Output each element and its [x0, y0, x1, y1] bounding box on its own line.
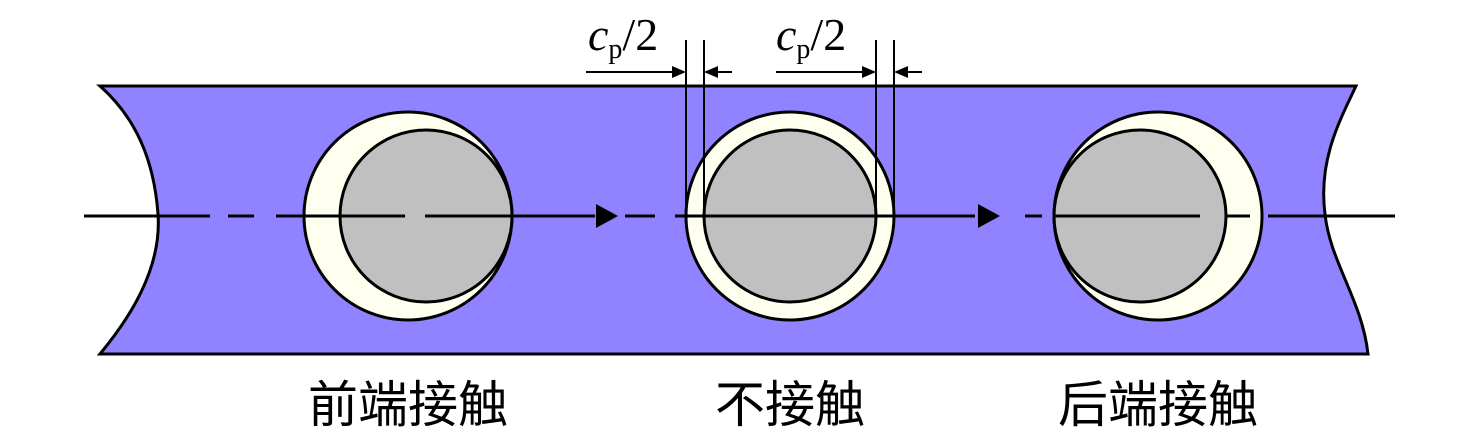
dimension-arrowhead-left-a	[672, 66, 686, 78]
dimension-arrowhead-left-b	[704, 66, 718, 78]
clearance-subscript: p	[796, 34, 810, 65]
caption-rear-contact: 后端接触	[1058, 376, 1258, 434]
clearance-label-right: cp/2	[776, 9, 846, 65]
dimension-arrowhead-right-b	[894, 66, 908, 78]
clearance-dimension-left: cp/2	[586, 9, 732, 216]
clearance-symbol: c	[588, 9, 608, 60]
caption-front-contact: 前端接触	[308, 376, 508, 434]
clearance-suffix: /2	[810, 9, 846, 60]
clearance-symbol: c	[776, 9, 796, 60]
direction-arrow-1	[596, 204, 618, 228]
direction-arrow-2	[978, 204, 1000, 228]
clearance-suffix: /2	[622, 9, 658, 60]
clearance-dimension-right: cp/2	[776, 9, 922, 216]
caption-no-contact: 不接触	[715, 376, 865, 434]
clearance-subscript: p	[608, 34, 622, 65]
dimension-arrowhead-right-a	[862, 66, 876, 78]
clearance-label-left: cp/2	[588, 9, 658, 65]
